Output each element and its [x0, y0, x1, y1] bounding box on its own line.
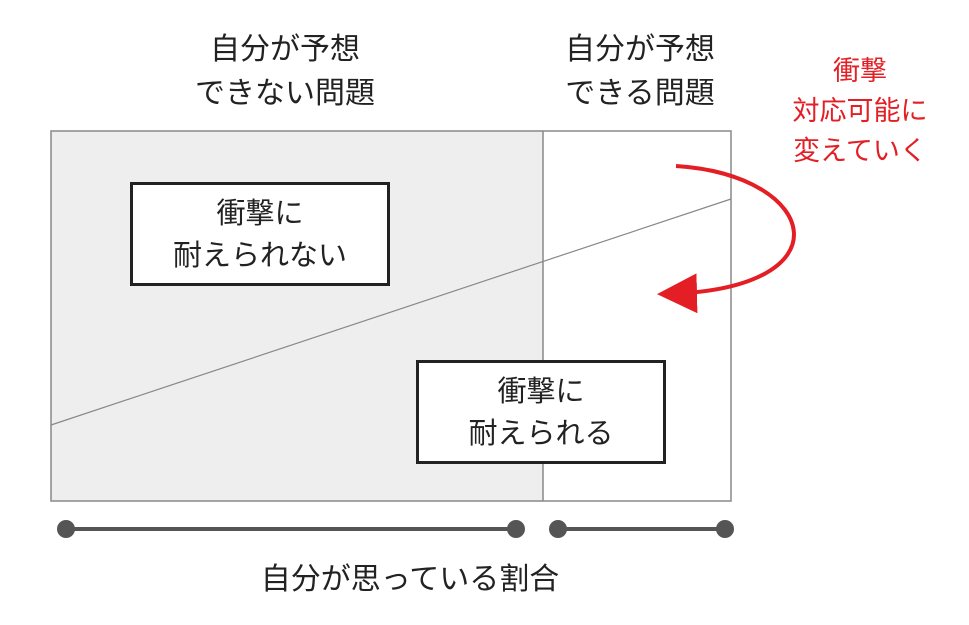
box-line: 耐えられない — [172, 238, 347, 272]
threshold-line — [50, 198, 732, 426]
header-line: できる問題 — [565, 76, 715, 111]
curved-arrow — [657, 164, 796, 314]
axis-endpoint — [507, 520, 525, 538]
annotation-line: 対応可能に — [792, 96, 928, 127]
predictable-problems-header: 自分が予想 できる問題 — [540, 28, 740, 116]
cannot-withstand-box: 衝撃に 耐えられない — [130, 182, 390, 286]
annotation-line: 衝撃 — [833, 56, 887, 87]
header-line: できない問題 — [195, 76, 375, 111]
header-line: 自分が予想 — [210, 32, 360, 67]
axis-endpoint — [716, 520, 734, 538]
axis-endpoint — [549, 520, 567, 538]
diagram-frame — [50, 130, 732, 502]
axis-label: 自分が思っている割合 — [260, 562, 560, 597]
shock-adaptation-annotation: 衝撃 対応可能に 変えていく — [760, 52, 960, 172]
unpredictable-problems-header: 自分が予想 できない問題 — [150, 28, 420, 116]
annotation-line: 変えていく — [793, 136, 927, 167]
box-line: 衝撃に — [497, 374, 585, 408]
box-line: 衝撃に — [216, 196, 304, 230]
axis-endpoint — [57, 520, 75, 538]
can-withstand-box: 衝撃に 耐えられる — [416, 360, 666, 464]
header-line: 自分が予想 — [565, 32, 715, 67]
box-line: 耐えられる — [468, 416, 614, 450]
